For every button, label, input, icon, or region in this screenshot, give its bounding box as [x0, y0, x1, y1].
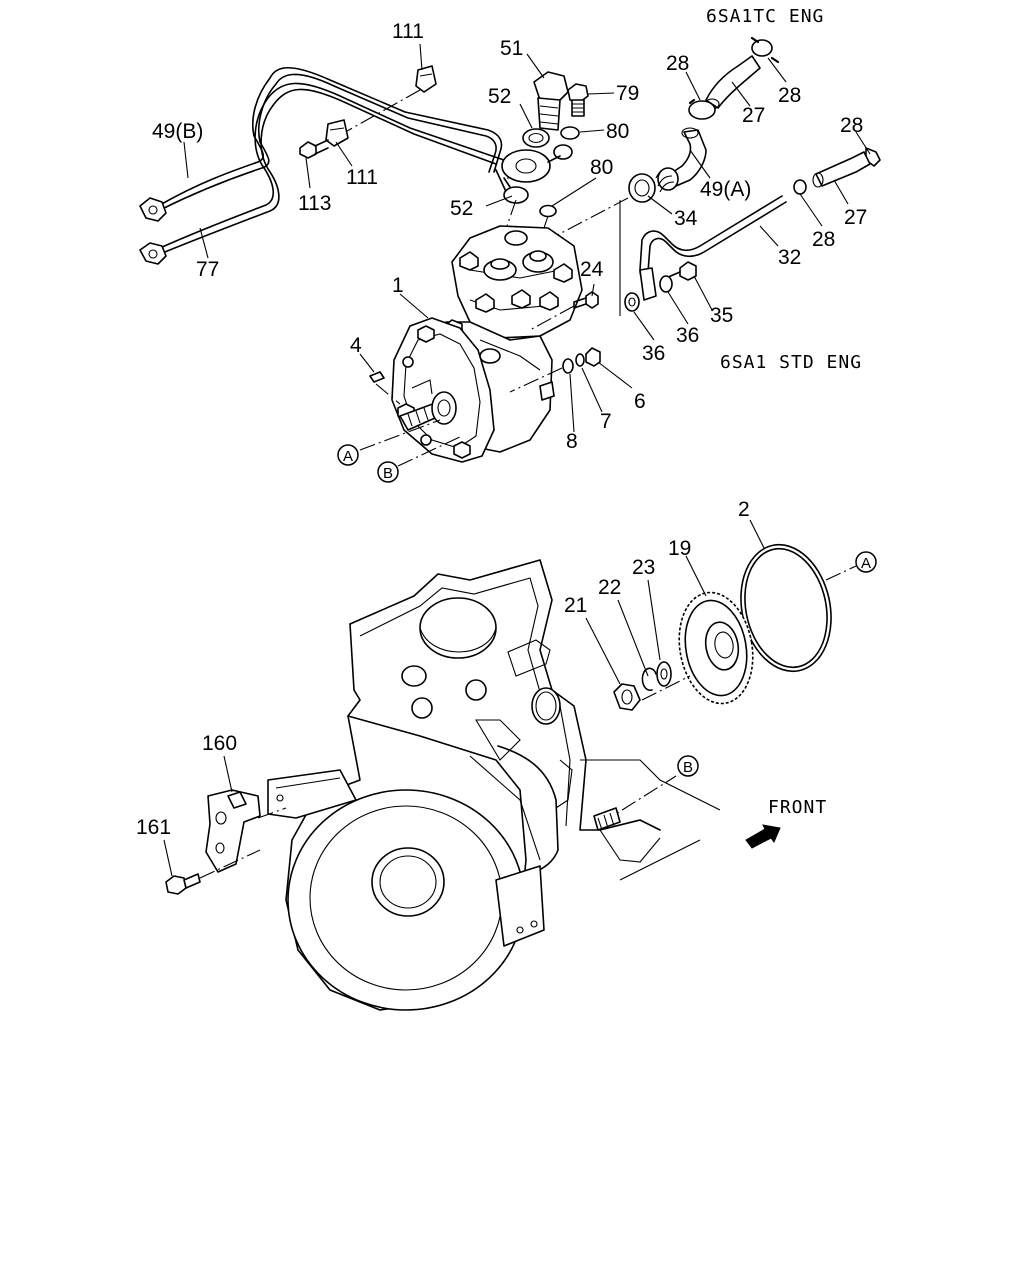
callout-52-lower: 52 [450, 197, 473, 220]
ref-a-gasket: A [855, 551, 877, 573]
caption-turbo-engine: 6SA1TC ENG [706, 6, 824, 27]
ref-b-pump: B [377, 461, 399, 483]
svg-text:A: A [343, 448, 353, 465]
svg-text:A: A [861, 555, 871, 572]
stud-24 [573, 291, 599, 309]
pipe-nut-49b [139, 197, 167, 222]
pipe-clip-111-upper [415, 65, 437, 93]
gasket-34 [628, 173, 656, 203]
hose-clamp-28-top [750, 36, 780, 64]
washer-52-upper [522, 128, 550, 148]
bolt-113 [299, 139, 329, 159]
callout-51: 51 [500, 37, 523, 60]
callout-36-left: 36 [642, 342, 665, 365]
bolt-79 [567, 83, 589, 117]
callout-27-b: 27 [844, 206, 867, 229]
callout-49b: 49(B) [152, 120, 203, 143]
callout-111-upper: 111 [392, 20, 424, 43]
callout-80-upper: 80 [606, 120, 629, 143]
washer-80-lower [539, 204, 557, 218]
callout-49a: 49(A) [700, 178, 751, 201]
callout-7: 7 [600, 410, 612, 433]
spring-washer-7 [575, 353, 585, 367]
callout-28-a: 28 [666, 52, 689, 75]
injection-pipe-49b [139, 67, 503, 222]
injection-pipe-77 [139, 82, 512, 265]
callout-24: 24 [580, 258, 604, 281]
hose-27-right [812, 151, 871, 188]
callout-4: 4 [350, 334, 362, 357]
callout-35: 35 [710, 304, 733, 327]
pipe-nut-77 [139, 242, 167, 265]
timing-gear-19 [678, 591, 754, 705]
callout-36-right: 36 [676, 324, 699, 347]
callout-19: 19 [668, 537, 691, 560]
callout-21: 21 [564, 594, 587, 617]
injection-pump-1 [391, 225, 583, 463]
nut-21 [613, 683, 641, 711]
callout-28-b: 28 [778, 84, 801, 107]
turbo-pipe-49a [655, 127, 707, 193]
callout-labels: 111 51 52 79 80 28 28 27 49(B) 111 113 8… [136, 20, 867, 839]
callout-22: 22 [598, 576, 621, 599]
oil-pipe-32 [639, 195, 787, 301]
ref-a-pump: A [337, 444, 359, 466]
callout-2: 2 [738, 498, 750, 521]
pipe-clip-111-lower [325, 119, 349, 147]
key-4 [369, 371, 385, 383]
svg-text:B: B [383, 465, 393, 482]
callout-28-c: 28 [840, 114, 863, 137]
callout-80-lower: 80 [590, 156, 613, 179]
eye-bolt-35 [665, 261, 697, 281]
callout-28-d: 28 [812, 228, 835, 251]
washer-80-upper [560, 126, 580, 140]
washer-23 [656, 661, 672, 687]
banjo-bolt-51 [533, 71, 569, 131]
bracket-160 [205, 789, 261, 873]
banjo-fitting [495, 144, 573, 197]
nut-6 [585, 347, 601, 367]
flywheel-housing [267, 715, 545, 1011]
caption-front: FRONT [768, 797, 827, 818]
bolt-161 [165, 873, 201, 895]
callout-8: 8 [566, 430, 578, 453]
svg-text:B: B [683, 759, 693, 776]
washer-52-lower [503, 186, 529, 204]
callout-34: 34 [674, 207, 698, 230]
hose-clamp-28-lower [793, 179, 807, 195]
callout-111-lower: 111 [346, 166, 378, 189]
callout-77: 77 [196, 258, 219, 281]
callout-27-a: 27 [742, 104, 765, 127]
callout-161: 161 [136, 816, 171, 839]
washer-36-left [624, 292, 640, 312]
front-arrow-icon [745, 824, 781, 849]
leader-lines [163, 43, 871, 877]
washer-8 [562, 358, 574, 374]
washer-36-right [659, 275, 673, 293]
engine-block [347, 559, 721, 881]
callout-1: 1 [392, 274, 404, 297]
callout-23: 23 [632, 556, 655, 579]
caption-standard-engine: 6SA1 STD ENG [720, 352, 862, 373]
callout-6: 6 [634, 390, 646, 413]
callout-52-upper: 52 [488, 85, 511, 108]
lock-washer-22 [641, 667, 657, 691]
callout-79: 79 [616, 82, 639, 105]
callout-113: 113 [298, 192, 331, 215]
hose-clamp-28-mid [688, 98, 716, 120]
ref-b-stud: B [677, 755, 699, 777]
callout-32: 32 [778, 246, 801, 269]
callout-160: 160 [202, 732, 237, 755]
